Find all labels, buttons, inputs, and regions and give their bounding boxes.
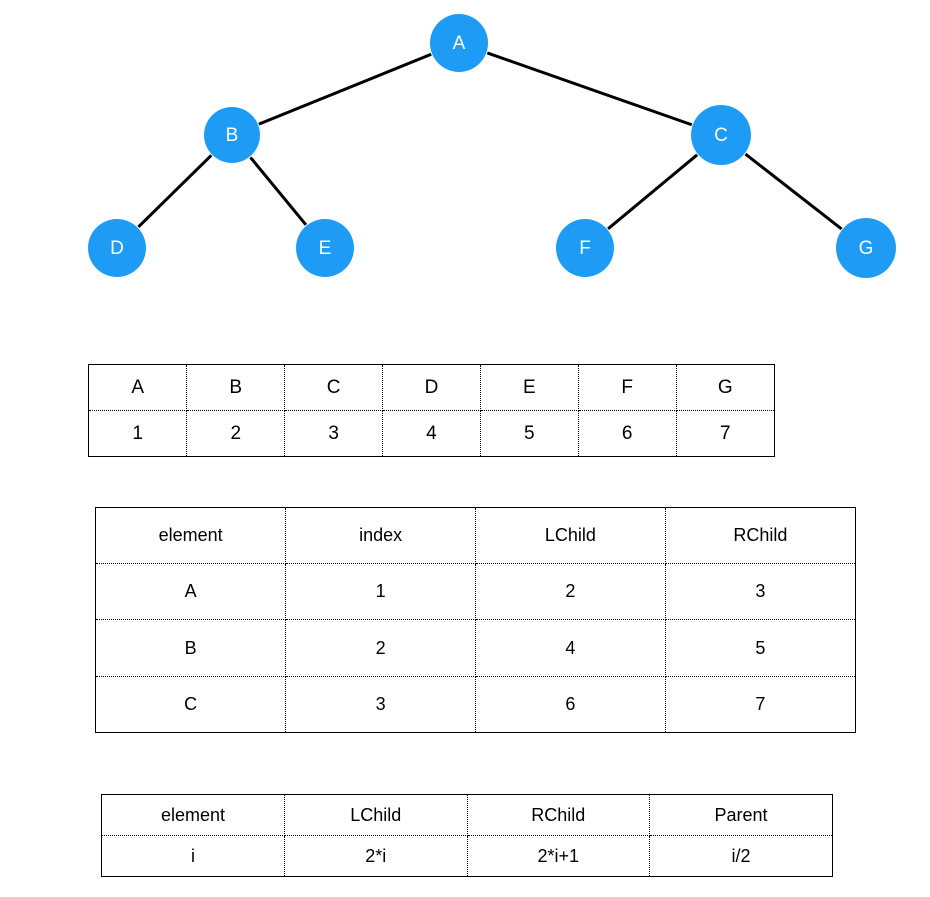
tree-node-label: B bbox=[225, 124, 239, 146]
array-table-cell: 2 bbox=[186, 410, 286, 456]
tree-node-b[interactable]: B bbox=[204, 107, 260, 163]
array-table-cell: 1 bbox=[89, 410, 188, 456]
tree-node-label: G bbox=[858, 237, 874, 259]
array-table-cell: B bbox=[186, 365, 286, 411]
mapping-table-cell: 3 bbox=[665, 563, 855, 621]
formula-table-cell: 2*i bbox=[284, 835, 468, 876]
array-table-cell: D bbox=[382, 365, 481, 411]
tree-node-e[interactable]: E bbox=[296, 219, 354, 277]
tree-node-label: E bbox=[318, 237, 332, 259]
formula-table-header-cell: RChild bbox=[467, 795, 650, 836]
array-table-cell: 7 bbox=[719, 422, 731, 444]
mapping-table-cell: 7 bbox=[755, 694, 766, 715]
formula-table-cell: 2*i+1 bbox=[467, 835, 650, 876]
tree-edge-a-b bbox=[258, 52, 432, 126]
tree-node-label: D bbox=[110, 237, 124, 259]
tree-node-label: F bbox=[579, 237, 591, 259]
mapping-table-header-cell: RChild bbox=[665, 508, 855, 564]
mapping-table-header-cell: element bbox=[96, 508, 287, 564]
formula-table-cell: i/2 bbox=[731, 845, 751, 866]
array-table-cell: 4 bbox=[382, 410, 481, 456]
array-table-cell: 6 bbox=[578, 410, 677, 456]
tree-edge-c-g bbox=[744, 152, 843, 231]
array-table-cell: A bbox=[89, 365, 188, 411]
tree-node-d[interactable]: D bbox=[88, 219, 146, 277]
array-table-cell: E bbox=[480, 365, 579, 411]
mapping-table-cell: C bbox=[96, 676, 287, 732]
array-table-cell: G bbox=[676, 365, 774, 411]
tree-edge-b-d bbox=[137, 154, 213, 229]
mapping-table-cell: 3 bbox=[285, 676, 476, 732]
array-table-cell: 5 bbox=[480, 410, 579, 456]
tree-node-label: C bbox=[714, 124, 728, 146]
mapping-table-cell: A bbox=[96, 563, 287, 621]
formula-table-header-cell: element bbox=[102, 795, 285, 836]
formula-table-cell: i bbox=[102, 835, 285, 876]
mapping-table-header-cell: LChild bbox=[475, 508, 666, 564]
mapping-table-header-cell: index bbox=[285, 508, 476, 564]
tree-edge-a-c bbox=[486, 51, 693, 127]
tree-edge-b-e bbox=[249, 156, 308, 226]
mapping-table-cell: 6 bbox=[475, 676, 666, 732]
mapping-table-cell: 2 bbox=[475, 563, 666, 621]
binary-tree-diagram: A B C D E F G bbox=[0, 0, 930, 310]
tree-node-f[interactable]: F bbox=[556, 219, 614, 277]
formula-table-header-cell: Parent bbox=[649, 795, 832, 836]
tree-node-label: A bbox=[452, 32, 466, 54]
tree-node-a[interactable]: A bbox=[430, 14, 488, 72]
tree-edge-c-f bbox=[607, 153, 699, 230]
mapping-table-cell: 4 bbox=[475, 619, 666, 678]
tree-node-c[interactable]: C bbox=[691, 105, 751, 165]
formula-table-header-cell: LChild bbox=[284, 795, 468, 836]
tree-edges-layer bbox=[137, 51, 843, 231]
mapping-table-cell: 5 bbox=[665, 619, 855, 678]
mapping-table-cell: 2 bbox=[285, 619, 476, 678]
array-table-cell: C bbox=[284, 365, 384, 411]
array-table-cell: 3 bbox=[284, 410, 384, 456]
mapping-table-cell: 1 bbox=[285, 563, 476, 621]
mapping-table-cell: B bbox=[96, 619, 287, 678]
array-table-cell: F bbox=[578, 365, 677, 411]
tree-node-g[interactable]: G bbox=[836, 218, 896, 278]
